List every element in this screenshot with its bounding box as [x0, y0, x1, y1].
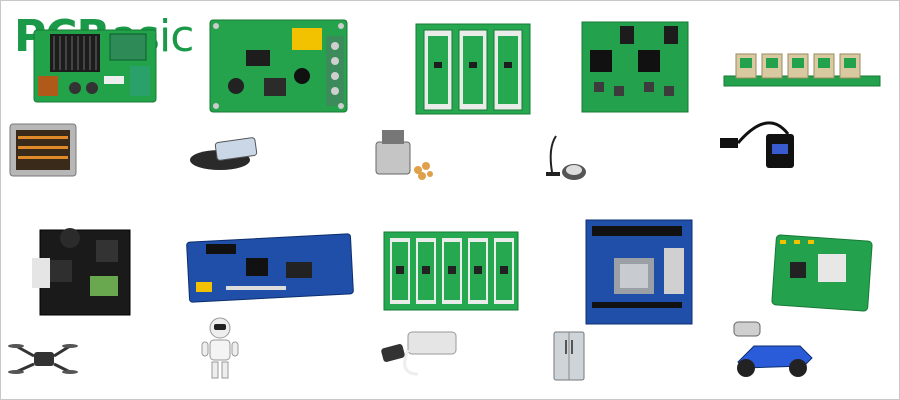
oven-icon [8, 122, 78, 178]
green-rc-car-pcb [770, 234, 875, 312]
rc-car-icon [724, 318, 820, 382]
green-panelized-pcb-array [414, 22, 532, 117]
green-power-bank-pcb-panel [382, 230, 520, 312]
wireless-charger-icon [186, 134, 264, 174]
hdmi-vga-adapter-icon [718, 112, 810, 172]
blue-robot-controller-pcb [186, 232, 354, 304]
hdmi-connector-strip-pcb [722, 48, 882, 90]
refrigerator-icon [552, 330, 586, 382]
drone-icon [8, 336, 78, 380]
green-power-pcb-with-terminal [30, 26, 160, 106]
black-drone-flight-controller-pcb [30, 220, 142, 325]
green-dual-relay-pcb [580, 20, 690, 115]
blue-motherboard-pcb [584, 218, 694, 326]
power-bank-icon [378, 326, 462, 380]
vacuum-cleaner-icon [544, 128, 594, 184]
deep-fryer-icon [368, 122, 438, 184]
green-relay-pcb [206, 16, 351, 116]
robot-icon [198, 316, 242, 382]
